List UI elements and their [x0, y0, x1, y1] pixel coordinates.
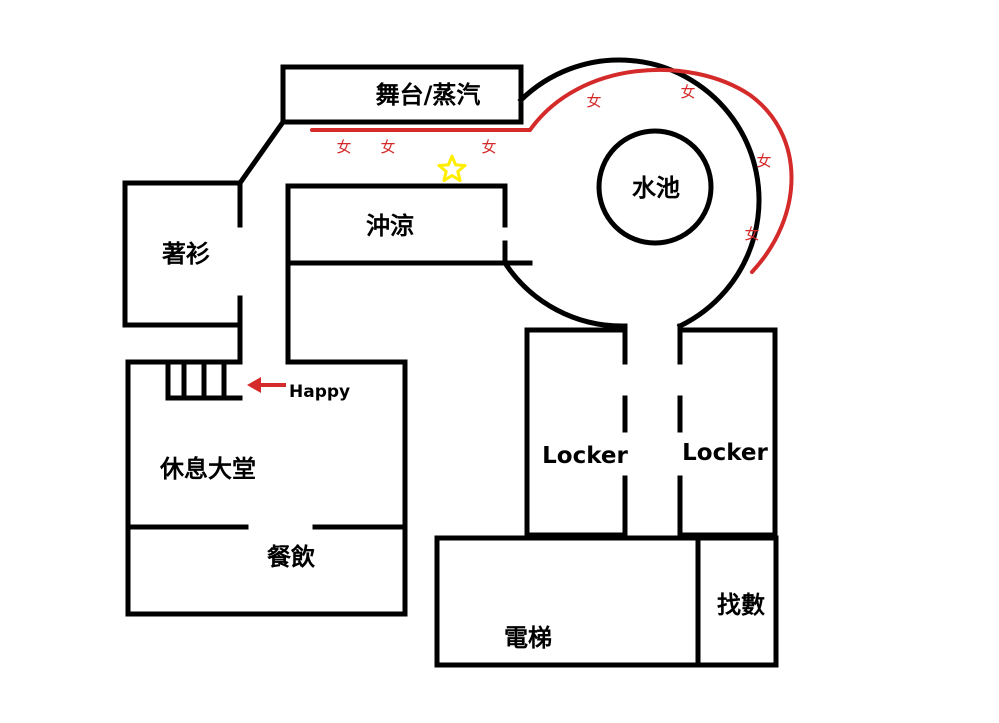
- arrow-left-icon: [247, 377, 286, 393]
- stage-label: 舞台/蒸汽: [376, 81, 481, 109]
- stage-room: [280, 64, 524, 125]
- corridor-wall: [285, 260, 408, 365]
- lounge-label: 休息大堂: [159, 455, 256, 483]
- changing-room: [122, 180, 243, 328]
- pool: [596, 128, 714, 246]
- lift-room: [434, 535, 779, 668]
- female-marker: 女: [481, 138, 496, 156]
- female-marker: 女: [336, 138, 351, 156]
- entry-label: Happy: [289, 382, 350, 402]
- star-icon: [437, 154, 467, 183]
- locker-right-room: [677, 327, 778, 538]
- changing-label: 著衫: [161, 240, 210, 268]
- lift-label: 電梯: [504, 624, 552, 652]
- cooldown-room: [285, 183, 508, 266]
- walk-path: [310, 67, 794, 274]
- female-marker: 女: [380, 138, 395, 156]
- female-marker: 女: [680, 83, 695, 101]
- stairs: [165, 359, 243, 401]
- pool-hall-wall: [517, 57, 762, 330]
- pool-label: 水池: [632, 174, 680, 202]
- female-marker: 女: [744, 225, 759, 243]
- cooldown-label: 沖涼: [366, 212, 414, 240]
- locker-right-label: Locker: [682, 440, 768, 466]
- corridor-diagonal-wall: [236, 118, 287, 187]
- lounge-room: [125, 359, 408, 617]
- female-marker: 女: [586, 92, 601, 110]
- locker-left-room: [524, 327, 628, 538]
- dining-label: 餐飲: [267, 543, 316, 571]
- change-money-label: 找數: [717, 591, 765, 619]
- locker-left-label: Locker: [542, 443, 628, 469]
- pool-hall-lower-wall: [501, 259, 628, 329]
- female-marker: 女: [756, 152, 771, 170]
